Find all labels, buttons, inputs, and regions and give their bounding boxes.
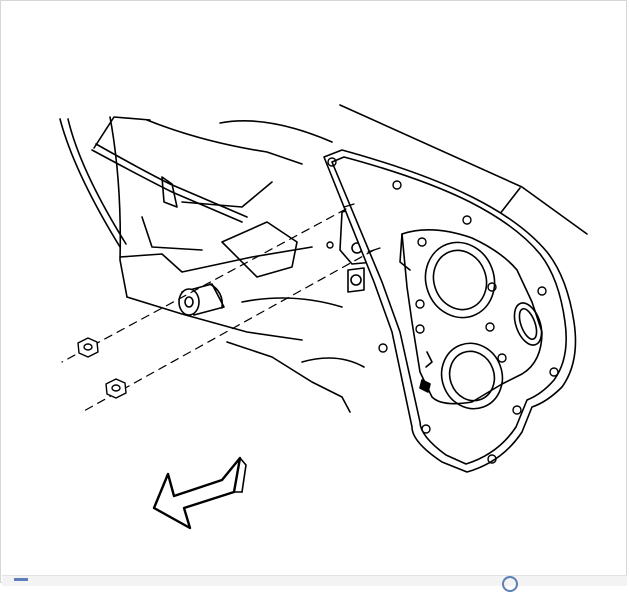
panel-perimeter-bolts [326,157,559,464]
stud-alignment-lines [61,208,375,413]
door-frame-lines [59,104,588,248]
door-module-panel [323,149,577,473]
speaker-openings [424,241,543,410]
front-direction-arrow [152,456,247,530]
inner-door-structure [91,116,365,413]
help-icon[interactable] [502,576,518,592]
nuts [77,337,127,399]
menu-icon[interactable] [14,578,28,581]
nut-lower [105,378,127,399]
nut-upper [77,337,99,358]
pivot-bushing [178,283,225,316]
bottom-toolbar [2,575,627,592]
door-module-diagram [59,104,588,530]
